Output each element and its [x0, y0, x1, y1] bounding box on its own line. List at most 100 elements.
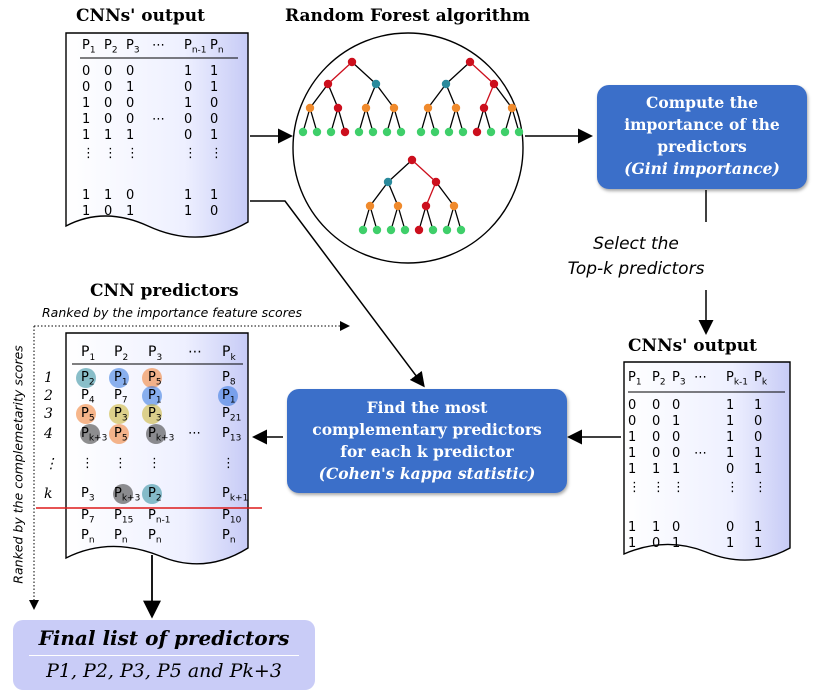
table-cell: 1 — [628, 536, 637, 551]
predictor-highlight — [76, 404, 96, 424]
header-cell: P2 — [104, 38, 118, 56]
pred-cell: P10 — [222, 508, 242, 526]
header-cell: ⋯ — [694, 370, 707, 385]
table-cell: 0 — [126, 64, 135, 79]
tree-node — [298, 127, 308, 137]
tree-node — [489, 79, 499, 89]
tree-node — [431, 177, 441, 187]
table-cell: 0 — [726, 520, 735, 535]
tree-edge — [425, 181, 437, 207]
find-complementary-box: Find the most complementary predictors f… — [287, 389, 567, 493]
table-cell: 1 — [126, 204, 135, 219]
table-cell: 0 — [652, 414, 661, 429]
tree-node — [458, 127, 468, 137]
tree-edge — [327, 61, 353, 85]
table-cell: 0 — [210, 96, 219, 111]
pred-cell: ⋮ — [114, 456, 127, 471]
tree-node — [400, 225, 410, 235]
table-cell: 1 — [104, 188, 113, 203]
predictor-highlight — [142, 484, 162, 504]
pred-cell: Pn — [114, 528, 128, 546]
tree-node — [305, 103, 315, 113]
predictor-highlight — [142, 368, 162, 388]
rank-label: ⋮ — [44, 456, 58, 472]
find-line-1: Find the most — [366, 398, 488, 417]
arrow-table-to-find — [250, 200, 425, 388]
select-line-1: Select the — [593, 234, 679, 254]
table-cell: 1 — [754, 536, 763, 551]
tree-node — [396, 127, 406, 137]
tree-node — [423, 103, 433, 113]
pred-header-cell: P3 — [148, 344, 163, 363]
tree-node — [386, 225, 396, 235]
pred-cell: P3 — [114, 406, 128, 424]
predictor-highlight — [109, 424, 129, 444]
tree-node — [472, 127, 482, 137]
table-cell: 1 — [82, 112, 91, 127]
pred-cell: P5 — [148, 370, 162, 388]
pred-cell: P5 — [114, 426, 128, 444]
tree-node — [416, 127, 426, 137]
find-line-2: complementary predictors — [312, 420, 542, 439]
complementarity-axis-label: Ranked by the complemetarity scores — [10, 345, 26, 584]
table-cell: 1 — [104, 128, 113, 143]
final-list-box: Final list of predictors P1, P2, P3, P5 … — [13, 620, 315, 690]
table-cell: ⋮ — [672, 480, 685, 495]
pred-cell: P3 — [148, 406, 162, 424]
pred-header-cell: ⋯ — [188, 344, 202, 360]
pred-cell: P5 — [81, 406, 95, 424]
tree-edge — [469, 61, 495, 85]
tree-node — [361, 103, 371, 113]
table-cell: ⋮ — [184, 146, 197, 161]
rank-label: 3 — [44, 406, 53, 422]
table-cell: 1 — [754, 462, 763, 477]
tree-node — [365, 201, 375, 211]
table-cell: 1 — [82, 188, 91, 203]
tree-node — [514, 127, 524, 137]
header-cell: P3 — [672, 370, 686, 388]
pred-cell: Pk+3 — [148, 426, 175, 444]
tree-edge — [411, 159, 437, 183]
header-cell: P2 — [652, 370, 666, 388]
tree-edge — [365, 83, 377, 109]
compute-line-3: predictors — [657, 137, 747, 156]
predictor-highlight — [113, 484, 133, 504]
pred-cell: Pk+3 — [81, 426, 108, 444]
predictor-highlight — [76, 368, 96, 388]
table-cell: ⋮ — [628, 480, 641, 495]
table-cell: 1 — [210, 80, 219, 95]
predictor-highlight — [142, 404, 162, 424]
importance-axis-label: Ranked by the importance feature scores — [42, 305, 303, 320]
table-cell: ⋮ — [82, 146, 95, 161]
tree-node — [479, 103, 489, 113]
pred-cell: Pk+1 — [222, 486, 249, 504]
pred-cell: P1 — [222, 388, 236, 406]
table-cell: 0 — [184, 128, 193, 143]
header-cell: P1 — [82, 38, 96, 56]
table-cell: 1 — [82, 96, 91, 111]
table-cell: 0 — [726, 462, 735, 477]
find-line-4: (Cohen's kappa statistic) — [318, 464, 536, 483]
header-cell: Pn-1 — [184, 38, 207, 56]
tree-node — [368, 127, 378, 137]
table-cell: 1 — [652, 462, 661, 477]
table-cell: 0 — [104, 80, 113, 95]
right-table-title: CNNs' output — [628, 336, 757, 356]
final-title: Final list of predictors — [38, 626, 290, 650]
pred-cell: P3 — [81, 486, 95, 504]
header-cell: Pk-1 — [726, 370, 749, 388]
pred-cell: Pk+3 — [114, 486, 141, 504]
forest-title: Random Forest algorithm — [285, 6, 530, 26]
tree-node — [323, 79, 333, 89]
select-top-k-label: Select the Top-k predictors — [560, 232, 712, 282]
table-cell: 0 — [104, 112, 113, 127]
forest-trees — [298, 57, 524, 235]
predictor-highlight — [109, 404, 129, 424]
tree-edge — [493, 83, 513, 109]
table-cell: ⋮ — [726, 480, 739, 495]
tree-edge — [387, 159, 413, 183]
top-table-document — [65, 32, 249, 238]
forest-circle — [292, 32, 524, 264]
right-table-document — [623, 361, 791, 561]
